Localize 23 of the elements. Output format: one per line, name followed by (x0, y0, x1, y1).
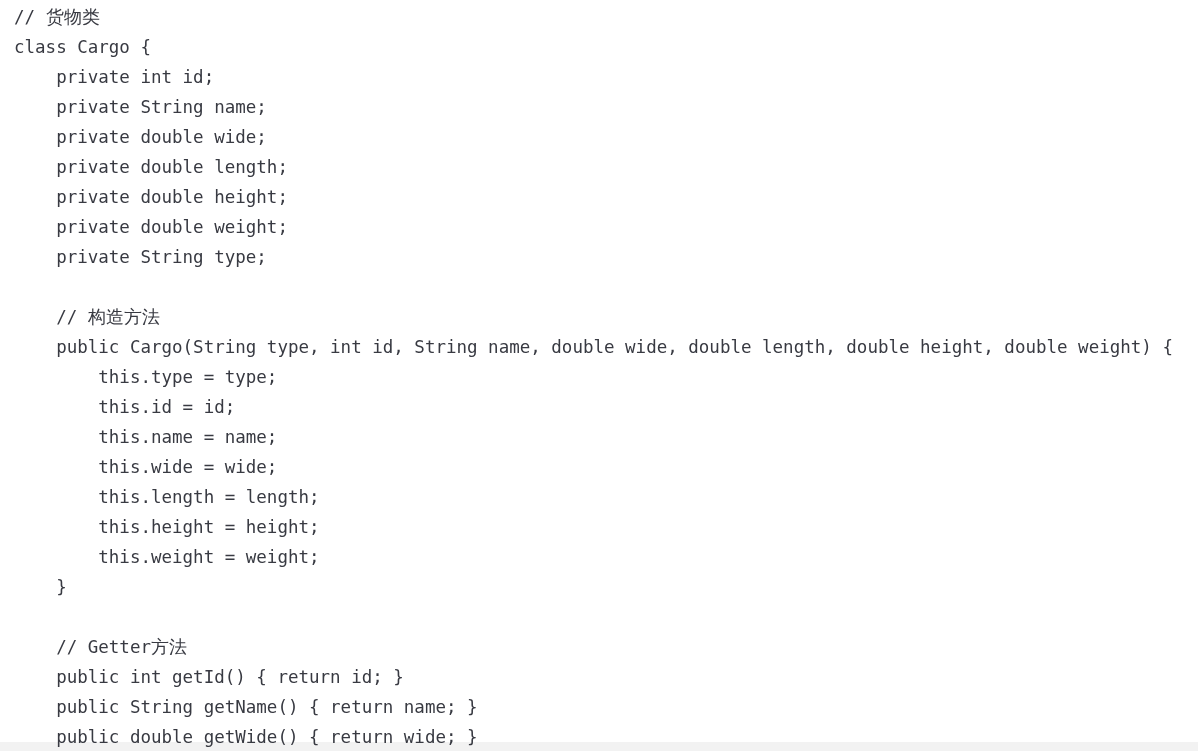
code-line: public double getWide() { return wide; } (55, 726, 478, 748)
code-line: private double weight; (55, 216, 288, 238)
code-line: this.weight = weight; (97, 546, 320, 568)
code-line: private double length; (55, 156, 288, 178)
code-line: private double wide; (55, 126, 267, 148)
code-line: this.name = name; (97, 426, 278, 448)
code-line: class Cargo { (14, 36, 151, 58)
code-line: this.length = length; (97, 486, 320, 508)
code-line: this.wide = wide; (97, 456, 278, 478)
code-line: this.height = height; (97, 516, 320, 538)
code-line: // 构造方法 (55, 306, 160, 328)
code-line: private double height; (55, 186, 288, 208)
code-line: } (55, 576, 67, 598)
code-line: // Getter方法 (55, 636, 187, 658)
code-line: private String type; (55, 246, 267, 268)
code-line: private String name; (55, 96, 267, 118)
code-line: this.id = id; (97, 396, 236, 418)
code-line: private int id; (55, 66, 215, 88)
code-line: this.type = type; (97, 366, 278, 388)
code-line: public String getName() { return name; } (55, 696, 478, 718)
code-line: public Cargo(String type, int id, String name, double wide, double length, double height, double weight) { (55, 336, 1173, 358)
code-line: // 货物类 (14, 6, 100, 28)
code-line: public int getId() { return id; } (55, 666, 404, 688)
